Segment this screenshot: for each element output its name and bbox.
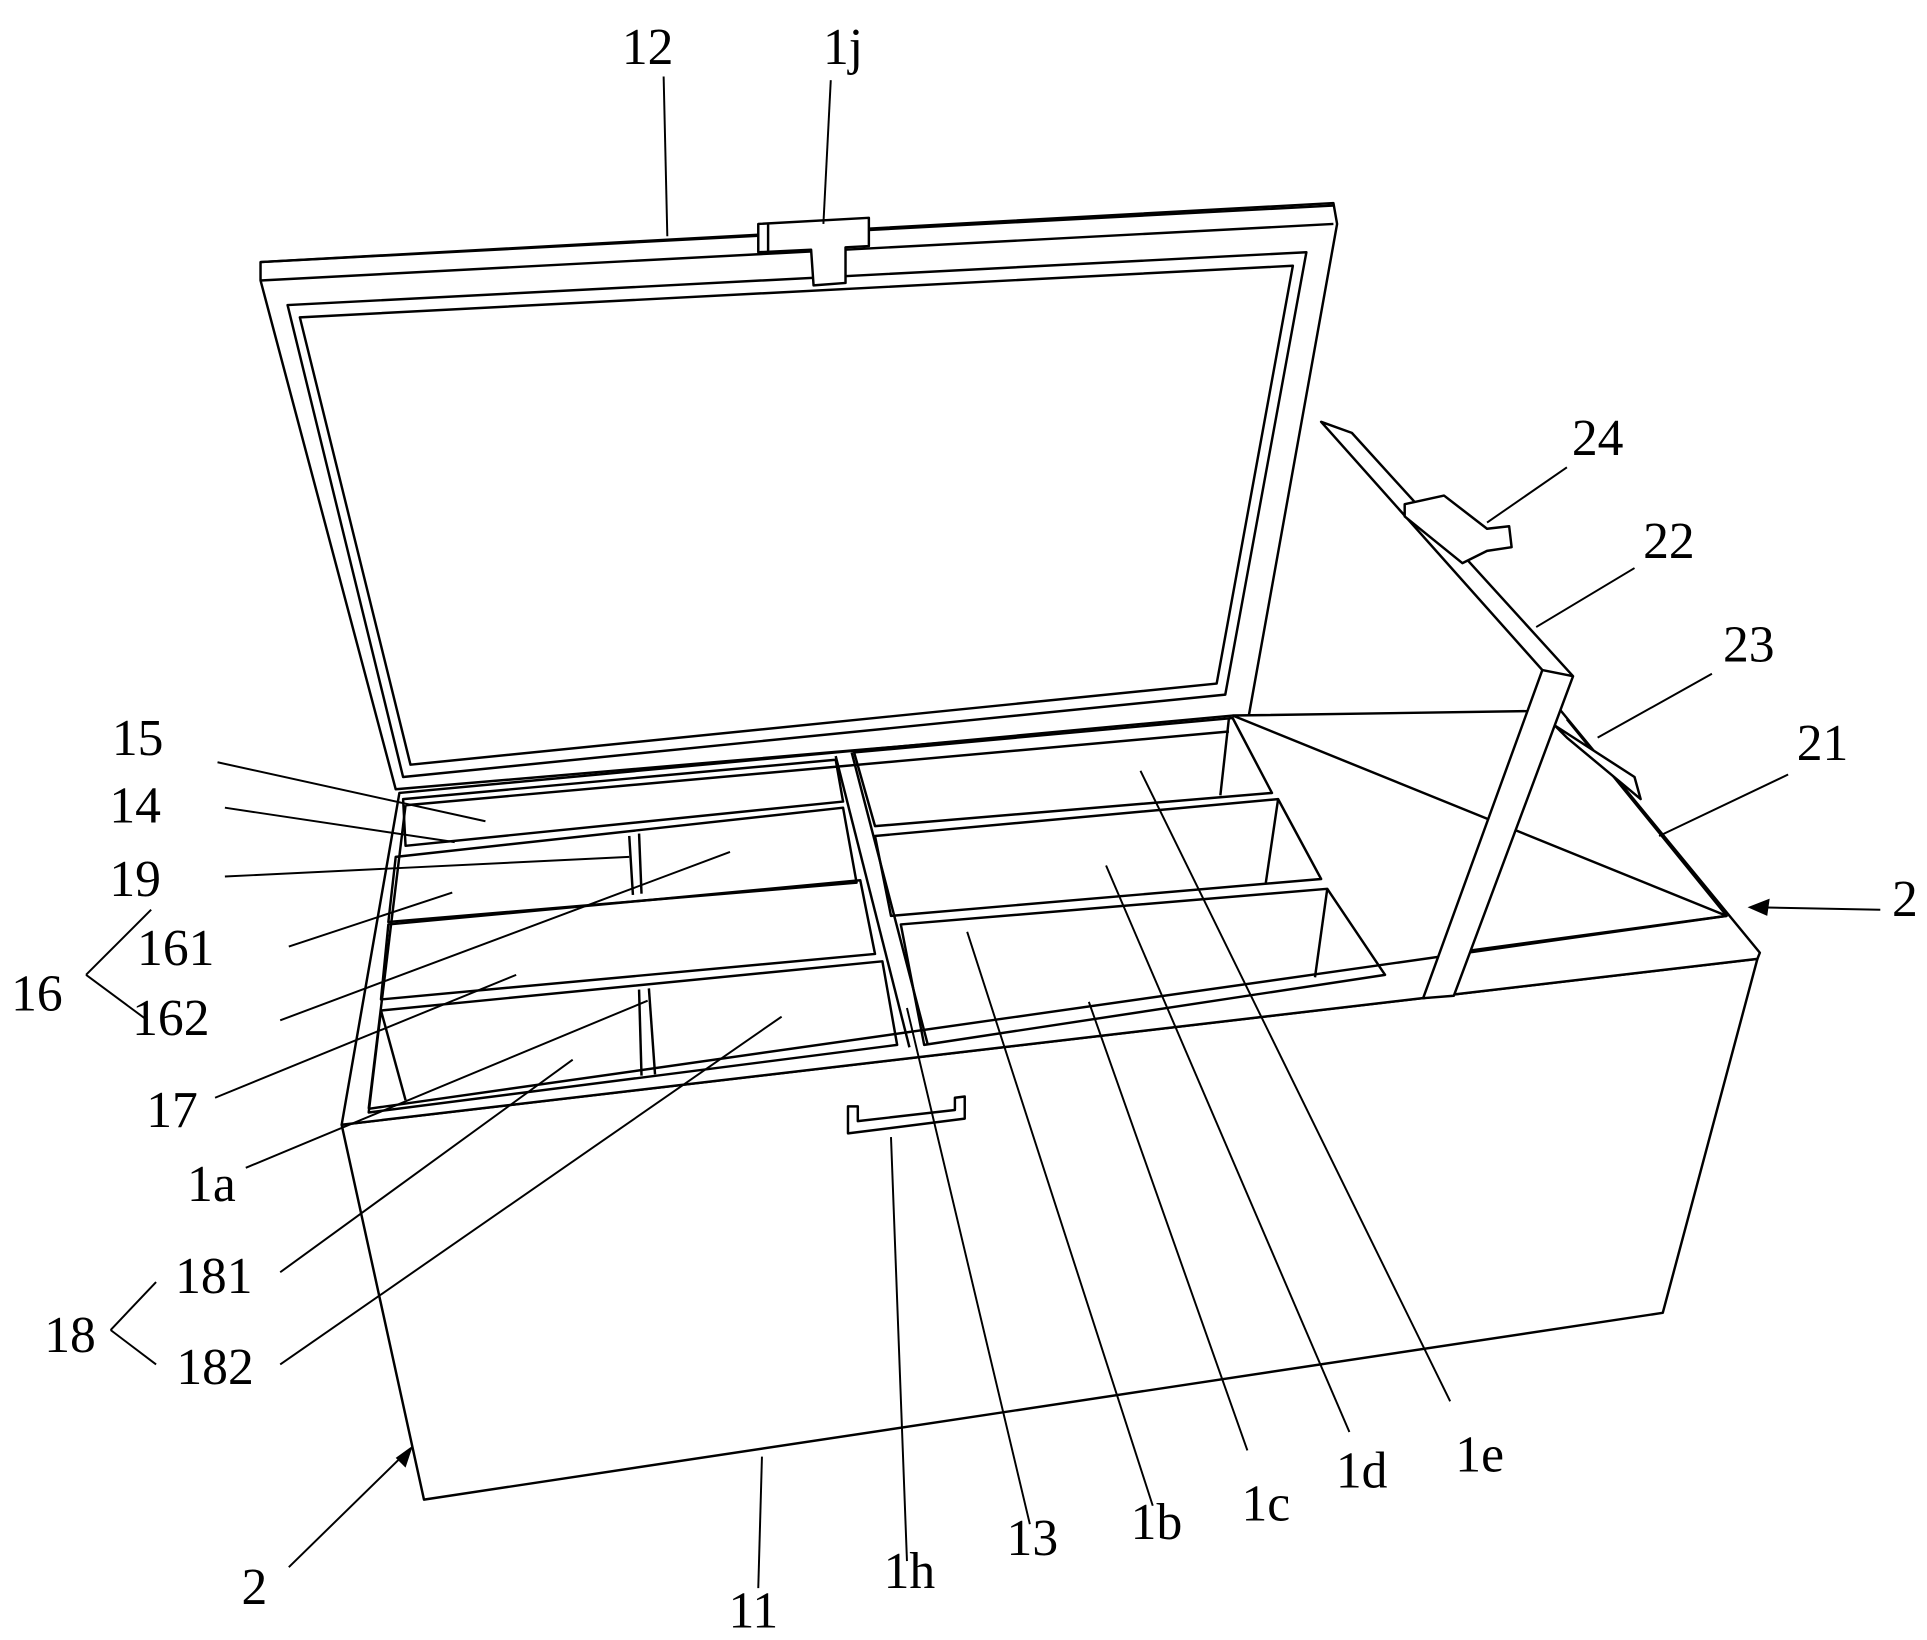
left-compartments bbox=[367, 758, 899, 1114]
label-1e: 1e bbox=[1455, 1426, 1504, 1483]
handle-1h bbox=[846, 1095, 966, 1135]
label-12: 12 bbox=[622, 19, 674, 76]
label-182: 182 bbox=[176, 1339, 253, 1396]
label-1j: 1j bbox=[823, 19, 863, 76]
label-15: 15 bbox=[112, 710, 164, 767]
label-162: 162 bbox=[132, 990, 209, 1047]
label-19: 19 bbox=[109, 851, 161, 908]
leader-lines bbox=[85, 76, 1881, 1589]
label-23: 23 bbox=[1723, 616, 1775, 673]
panel-22 bbox=[1319, 420, 1575, 1000]
label-16: 16 bbox=[11, 965, 63, 1022]
lid-latch-1j bbox=[757, 216, 871, 287]
reference-labels: 12 1j 24 22 23 21 2 15 14 19 161 16 162 … bbox=[11, 19, 1918, 1639]
label-2-right: 2 bbox=[1892, 871, 1918, 928]
label-17: 17 bbox=[146, 1082, 198, 1139]
label-1a: 1a bbox=[187, 1156, 236, 1213]
label-18: 18 bbox=[44, 1307, 96, 1364]
right-compartments bbox=[852, 716, 1387, 1047]
lid bbox=[259, 201, 1339, 791]
label-13: 13 bbox=[1007, 1510, 1059, 1567]
label-14: 14 bbox=[109, 777, 161, 834]
label-161: 161 bbox=[137, 920, 214, 977]
label-181: 181 bbox=[175, 1248, 252, 1305]
side-box-21 bbox=[1453, 718, 1728, 954]
label-22: 22 bbox=[1643, 513, 1695, 570]
label-1c: 1c bbox=[1241, 1476, 1290, 1533]
panel-latch-24 bbox=[1403, 494, 1513, 565]
label-21: 21 bbox=[1797, 715, 1849, 772]
label-11: 11 bbox=[728, 1582, 778, 1639]
label-1d: 1d bbox=[1336, 1442, 1388, 1499]
label-24: 24 bbox=[1572, 410, 1624, 467]
label-2-bottom: 2 bbox=[241, 1559, 267, 1616]
label-1h: 1h bbox=[884, 1543, 936, 1600]
label-1b: 1b bbox=[1131, 1494, 1183, 1551]
box-body bbox=[340, 709, 1762, 1501]
